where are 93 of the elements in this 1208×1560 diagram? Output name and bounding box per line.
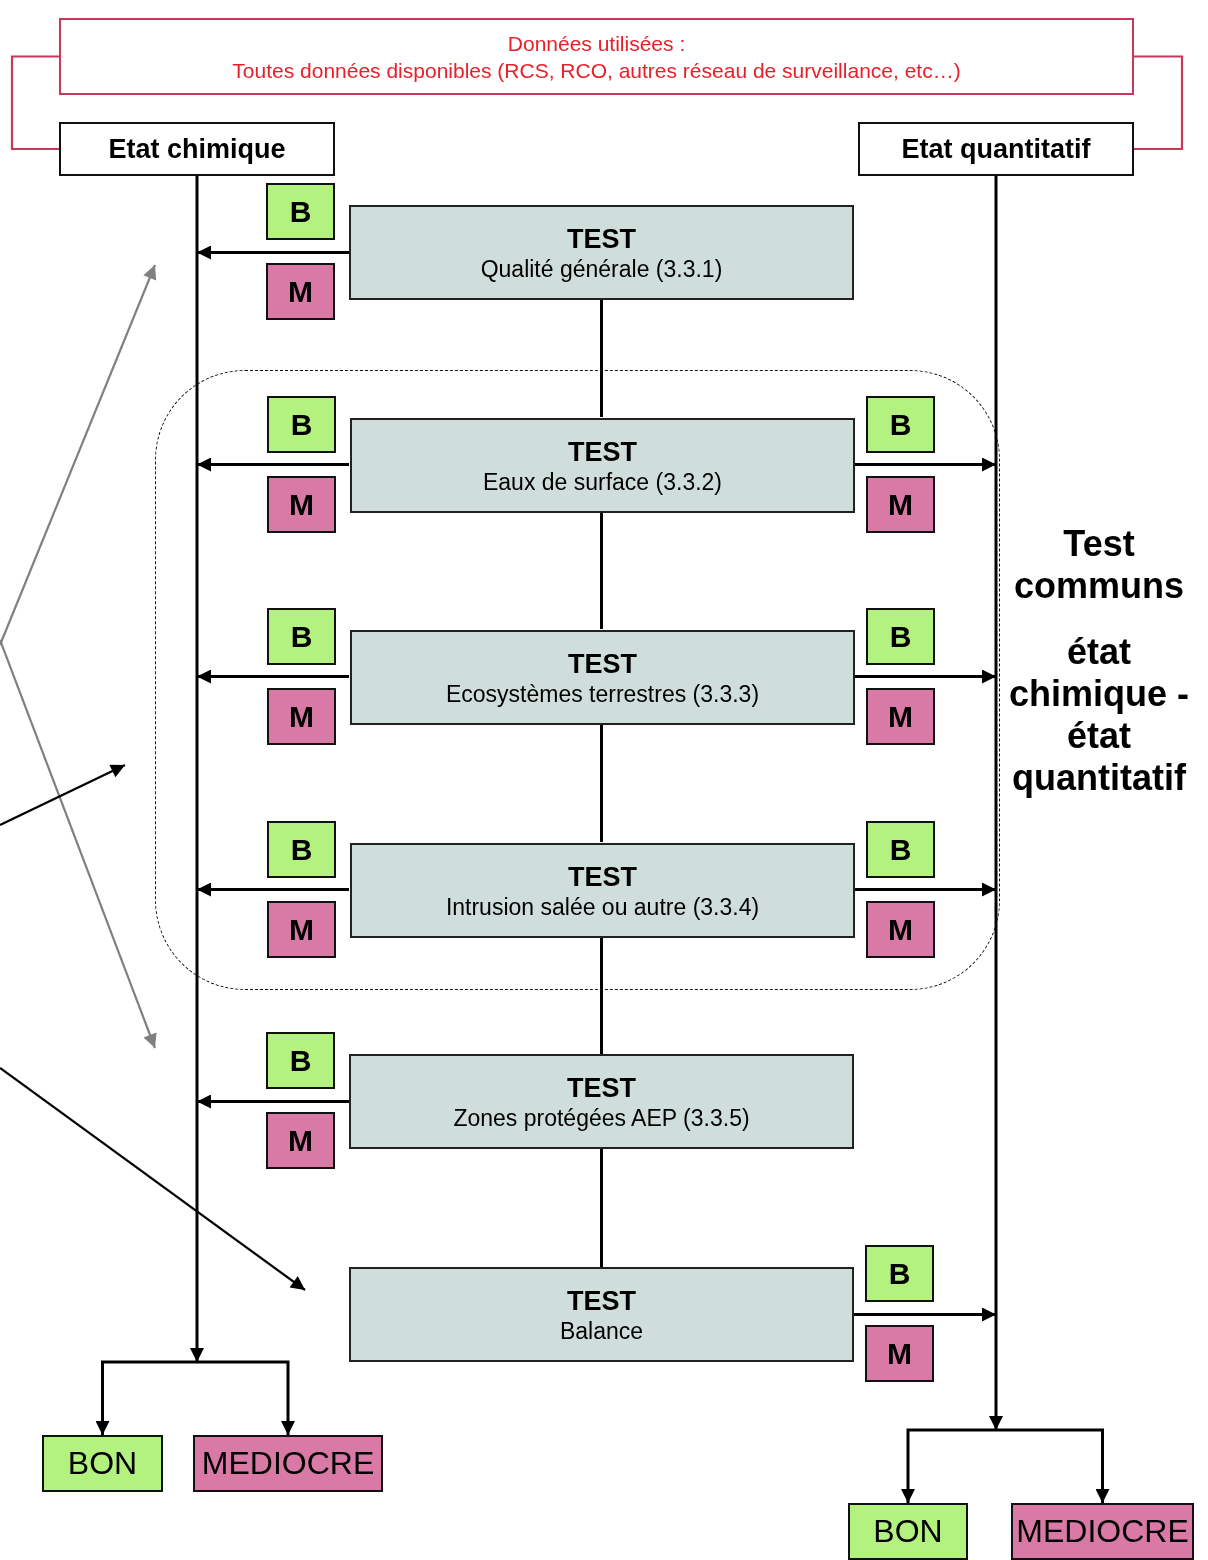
box-title: TEST [568, 647, 637, 680]
grade-box [866, 608, 935, 665]
grade-label: M [887, 1336, 912, 1371]
grade-box [866, 476, 935, 533]
arrow [989, 176, 1003, 1430]
box-title: TEST [567, 1284, 636, 1317]
result-box [42, 1435, 163, 1492]
result-label: BON [873, 1513, 943, 1550]
arrow [854, 669, 996, 684]
arrow [197, 669, 349, 684]
grade-label: M [888, 912, 913, 947]
grade-label: M [289, 912, 314, 947]
grade-box [866, 901, 935, 958]
grade-label: M [289, 487, 314, 522]
arrow [197, 245, 349, 260]
data-source-box [59, 18, 1134, 95]
grade-box [267, 396, 336, 453]
test-box [350, 418, 855, 513]
grade-label: B [289, 1043, 312, 1078]
result-box [193, 1435, 383, 1492]
grade-label: B [889, 619, 912, 654]
grade-box [267, 688, 336, 745]
grade-label: M [888, 699, 913, 734]
grade-box [267, 608, 336, 665]
connector-line [600, 1149, 603, 1267]
arrow [854, 1307, 996, 1322]
result-label: MEDIOCRE [201, 1445, 375, 1482]
grade-box [267, 476, 336, 533]
test-box [349, 1054, 854, 1149]
result-box [1011, 1503, 1194, 1560]
result-label: BON [67, 1445, 138, 1482]
box-title: Données utilisées : [507, 30, 686, 57]
connector-line [600, 724, 603, 842]
grade-label: M [288, 1123, 313, 1158]
box-title: Etat quantitatif [901, 133, 1091, 165]
grade-label: B [889, 832, 912, 867]
grade-box [865, 1325, 934, 1382]
connector-line [600, 300, 603, 417]
arrow [996, 1428, 1110, 1503]
connector-line [600, 937, 603, 1054]
grade-label: B [290, 619, 313, 654]
result-box [848, 1503, 968, 1560]
grade-box [866, 396, 935, 453]
test-box [349, 1267, 854, 1362]
arrow [190, 176, 204, 1362]
test-box [349, 205, 854, 300]
grade-box [266, 263, 335, 320]
grade-box [267, 901, 336, 958]
grade-box [866, 688, 935, 745]
connector-line [600, 512, 603, 629]
grade-label: M [888, 487, 913, 522]
grade-box [266, 183, 335, 240]
box-text: Eaux de surface (3.3.2) [482, 467, 723, 496]
grade-label: M [289, 699, 314, 734]
box-text: Toutes données disponibles (RCS, RCO, autres réseau de surveillance, etc…) [232, 57, 961, 84]
grade-label: B [889, 407, 912, 442]
test-box [350, 630, 855, 725]
grade-box [865, 1245, 934, 1302]
box-text: Qualité générale (3.3.1) [480, 254, 723, 283]
grade-label: B [888, 1256, 911, 1291]
box-text: Balance [559, 1316, 644, 1345]
state-box [59, 122, 335, 176]
box-title: TEST [568, 435, 637, 468]
grade-box [266, 1112, 335, 1169]
annotation-text: état chimique - état quantitatif [1008, 631, 1190, 799]
box-text: Zones protégées AEP (3.3.5) [453, 1103, 750, 1132]
grade-label: B [290, 407, 313, 442]
test-box [350, 843, 855, 938]
box-title: Etat chimique [108, 133, 286, 165]
result-label: MEDIOCRE [1016, 1513, 1189, 1550]
annotation-text: Test communs [1012, 523, 1185, 607]
box-title: TEST [568, 860, 637, 893]
arrow [95, 1360, 197, 1435]
state-box [858, 122, 1134, 176]
box-title: TEST [567, 1071, 636, 1104]
connector-line [1134, 55, 1184, 151]
connector-line [10, 55, 59, 151]
box-text: Ecosystèmes terrestres (3.3.3) [445, 679, 760, 708]
arrow [854, 457, 996, 472]
arrow [854, 882, 996, 897]
arrow [197, 457, 349, 472]
grade-label: M [288, 274, 313, 309]
grade-box [866, 821, 935, 878]
grade-label: B [289, 194, 312, 229]
arrow [901, 1428, 996, 1503]
arrow [197, 882, 349, 897]
arrow [197, 1094, 349, 1109]
box-text: Intrusion salée ou autre (3.3.4) [445, 892, 760, 921]
grade-label: B [290, 832, 313, 867]
grade-box [266, 1032, 335, 1089]
arrow [197, 1360, 295, 1435]
box-title: TEST [567, 222, 636, 255]
grade-box [267, 821, 336, 878]
